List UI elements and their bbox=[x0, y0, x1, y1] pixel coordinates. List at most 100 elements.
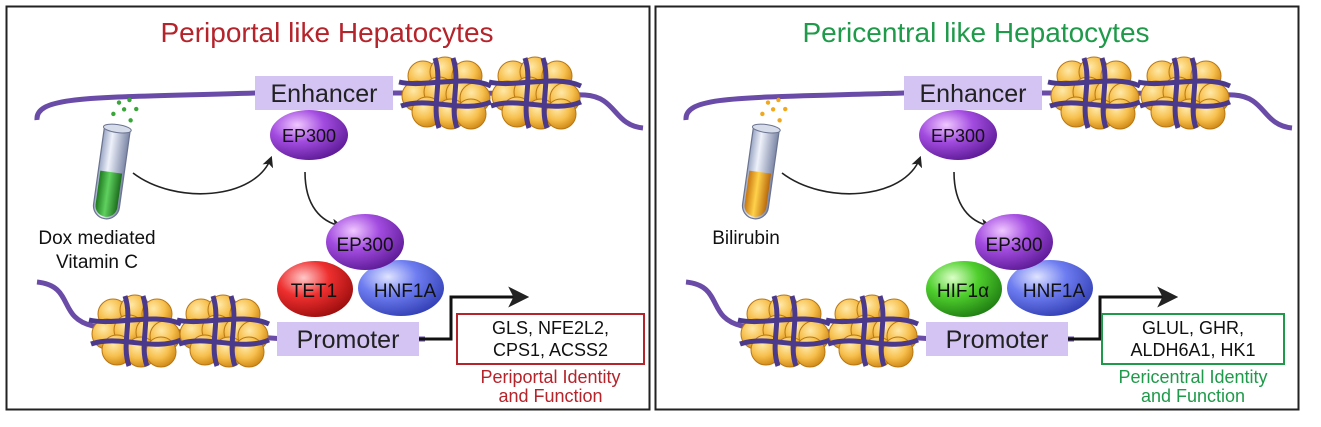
dna-wrap bbox=[827, 337, 919, 347]
tf-blob bbox=[926, 261, 1002, 317]
nucleosome bbox=[1137, 56, 1232, 130]
dna-wrap bbox=[450, 57, 460, 129]
nucleosome bbox=[1047, 56, 1142, 130]
dna-wrap bbox=[1047, 78, 1142, 89]
dna-wrap bbox=[771, 295, 781, 367]
target-genes-line: ALDH6A1, HK1 bbox=[1130, 340, 1255, 360]
vapor-dot bbox=[783, 106, 788, 112]
panel-title: Periportal like Hepatocytes bbox=[160, 17, 493, 48]
target-genes-line: CPS1, ACSS2 bbox=[493, 340, 608, 360]
dna-wrap bbox=[176, 316, 271, 327]
dna-wrap bbox=[490, 99, 582, 109]
promoter-label: Promoter bbox=[946, 326, 1049, 354]
nucleosome bbox=[398, 56, 493, 130]
dna-wrap bbox=[825, 316, 920, 327]
dna-wrap bbox=[737, 316, 832, 327]
tf-blob bbox=[277, 261, 353, 317]
vapor-dot bbox=[111, 111, 116, 117]
dna-strand-lower bbox=[685, 279, 1074, 342]
dna-strand-lower bbox=[36, 279, 425, 342]
complex-ep300-blob bbox=[326, 214, 404, 270]
ep300-label: EP300 bbox=[931, 126, 985, 146]
dna-wrap bbox=[1139, 99, 1231, 109]
complex-ep300-label: EP300 bbox=[985, 235, 1042, 256]
vapor-dot bbox=[127, 97, 132, 103]
transcription-arrow bbox=[1068, 286, 1179, 341]
dna-wrap bbox=[210, 295, 220, 367]
dna-wrap bbox=[540, 57, 550, 129]
transcription-arrow bbox=[419, 286, 530, 341]
target-genes-line: GLUL, GHR, bbox=[1142, 318, 1244, 338]
dna-wrap bbox=[122, 295, 132, 367]
complex-ep300-label: EP300 bbox=[336, 235, 393, 256]
panel-periportal: Periportal like HepatocytesEnhancerPromo… bbox=[5, 5, 651, 411]
dna-wrap bbox=[90, 337, 182, 347]
nucleosome bbox=[176, 294, 271, 368]
dna-wrap bbox=[140, 295, 150, 367]
vapor-dot bbox=[134, 106, 139, 112]
identity-line: Periportal Identity bbox=[480, 367, 620, 387]
dna-wrap bbox=[1189, 57, 1199, 129]
target-genes-line: GLS, NFE2L2, bbox=[492, 318, 609, 338]
tube-liquid bbox=[744, 170, 772, 217]
identity-line: and Function bbox=[1141, 386, 1245, 406]
identity-line: Pericentral Identity bbox=[1118, 367, 1267, 387]
tube-label-line: Dox mediated bbox=[38, 228, 155, 249]
nucleosome bbox=[488, 56, 583, 130]
dna-wrap bbox=[432, 57, 442, 129]
tube-label-line: Bilirubin bbox=[712, 228, 780, 249]
enhancer-box bbox=[904, 76, 1042, 110]
complex-ep300-blob bbox=[975, 214, 1053, 270]
panel-pericentral: Pericentral like HepatocytesEnhancerProm… bbox=[654, 5, 1300, 411]
dna-wrap bbox=[1081, 57, 1091, 129]
dna-wrap bbox=[398, 78, 493, 89]
dna-wrap bbox=[1171, 57, 1181, 129]
identity-line: and Function bbox=[498, 386, 602, 406]
promoter-box bbox=[277, 322, 419, 356]
hnf1a-label: HNF1A bbox=[374, 281, 437, 302]
nucleosome bbox=[737, 294, 832, 368]
hnf1a-blob bbox=[358, 260, 444, 316]
dna-wrap bbox=[178, 337, 270, 347]
dna-wrap bbox=[400, 99, 492, 109]
arrow-to-ep300 bbox=[132, 155, 274, 195]
dna-wrap bbox=[859, 295, 869, 367]
tube-label-line: Vitamin C bbox=[56, 252, 138, 273]
dna-wrap bbox=[88, 316, 183, 327]
tf-label: TET1 bbox=[291, 281, 337, 302]
enhancer-label: Enhancer bbox=[270, 80, 377, 108]
test-tube-icon bbox=[741, 97, 788, 220]
ep300-blob bbox=[270, 110, 348, 160]
vapor-dot bbox=[776, 97, 781, 103]
tube-rim bbox=[751, 123, 781, 134]
tube-rim bbox=[102, 123, 132, 134]
target-genes-box bbox=[456, 313, 645, 365]
dna-wrap bbox=[877, 295, 887, 367]
dna-wrap bbox=[228, 295, 238, 367]
hnf1a-label: HNF1A bbox=[1023, 281, 1086, 302]
hnf1a-blob bbox=[1007, 260, 1093, 316]
ep300-label: EP300 bbox=[282, 126, 336, 146]
arrow-to-ep300 bbox=[781, 155, 923, 195]
dna-wrap bbox=[739, 337, 831, 347]
enhancer-label: Enhancer bbox=[919, 80, 1026, 108]
dna-wrap bbox=[1049, 99, 1141, 109]
promoter-box bbox=[926, 322, 1068, 356]
vapor-dot bbox=[121, 107, 127, 112]
nucleosome bbox=[825, 294, 920, 368]
test-tube-icon bbox=[92, 97, 139, 220]
vapor-dot bbox=[128, 118, 133, 123]
promoter-label: Promoter bbox=[297, 326, 400, 354]
target-genes-box bbox=[1101, 313, 1285, 365]
tf-label: HIF1α bbox=[937, 281, 989, 302]
vapor-dot bbox=[770, 107, 776, 112]
vapor-dot bbox=[116, 100, 122, 105]
dna-wrap bbox=[789, 295, 799, 367]
dna-wrap bbox=[1099, 57, 1109, 129]
dna-wrap bbox=[488, 78, 583, 89]
vapor-dot bbox=[777, 118, 782, 123]
panel-title: Pericentral like Hepatocytes bbox=[802, 17, 1149, 48]
nucleosome bbox=[88, 294, 183, 368]
ep300-blob bbox=[919, 110, 997, 160]
